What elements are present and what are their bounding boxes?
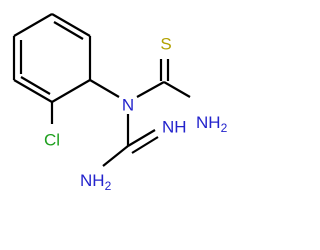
structure-canvas: S NH2 N NH NH2 Cl [12,13,228,194]
amidine-nh2-bond [102,145,129,167]
ring-double-bond-inner-2 [20,76,51,95]
atom-label-imine: NH [162,117,187,136]
atom-label-sulfur: S [160,34,171,53]
atom-label-amine-main: NH [80,171,105,190]
atom-label-thio-amine-subscript: 2 [221,121,228,135]
c-nh-double-bond-a [127,129,156,147]
atom-label-amine: NH2 [80,171,112,193]
n-thiocarbonyl-bond [136,81,165,98]
ring-bond-4 [13,79,53,103]
atom-label-thio-amine-main: NH [196,113,221,132]
thiocarbonyl-nh2-bond [163,81,191,98]
ring-bond-3 [51,79,91,103]
atom-label-thio-amine: NH2 [196,113,228,135]
ring-bond-6 [13,13,53,37]
c-n-bond [89,79,120,98]
c-nh-double-bond-b [131,136,159,154]
benzene-ring [12,13,92,103]
molecule-diagram: S NH2 N NH NH2 Cl [12,13,228,193]
ring-double-bond-inner-1 [53,21,84,40]
atom-label-central-nitrogen: N [122,95,134,114]
ring-bond-1 [51,13,91,37]
atom-label-chlorine: Cl [44,130,60,149]
atom-label-amine-subscript: 2 [105,179,112,193]
